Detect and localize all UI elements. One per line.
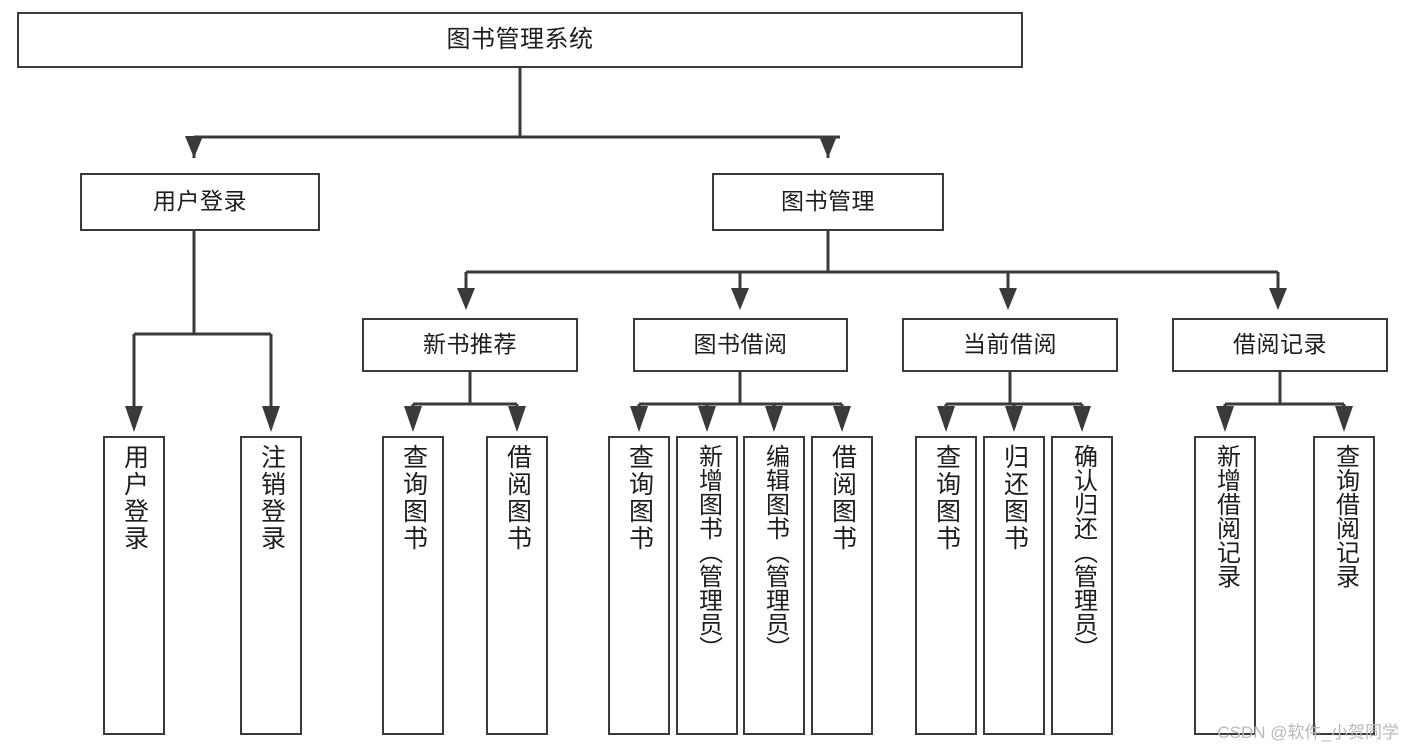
node-book-borrow[interactable]: 图书借阅 bbox=[633, 318, 848, 372]
arrowhead-book-manage bbox=[819, 136, 837, 158]
arrowhead-record-leaf-1 bbox=[1216, 406, 1234, 432]
leaf-user-login-logout[interactable]: 注销登录 bbox=[240, 436, 302, 735]
node-book-management[interactable]: 图书管理 bbox=[712, 173, 944, 231]
leaf-borrow-query-book[interactable]: 查询图书 bbox=[608, 436, 670, 735]
leaf-record-query-record[interactable]: 查询借阅记录 bbox=[1313, 436, 1375, 735]
leaf-label: 注销登录 bbox=[257, 444, 286, 552]
arrowhead-recommend-leaf-1 bbox=[404, 406, 422, 432]
leaf-borrow-edit-book-admin[interactable]: 编辑图书（管理员） bbox=[743, 436, 805, 735]
leaf-label: 查询图书 bbox=[625, 444, 654, 552]
arrowhead-record-leaf-2 bbox=[1335, 406, 1353, 432]
leaf-current-query-book[interactable]: 查询图书 bbox=[915, 436, 977, 735]
node-label: 当前借阅 bbox=[963, 331, 1057, 358]
leaf-borrow-add-book-admin[interactable]: 新增图书（管理员） bbox=[676, 436, 738, 735]
arrowhead-recommend-leaf-2 bbox=[508, 406, 526, 432]
leaf-label: 用户登录 bbox=[120, 444, 149, 552]
leaf-label: 新增图书（管理员） bbox=[694, 444, 722, 660]
arrowhead-l3-1 bbox=[457, 288, 475, 310]
node-user-login[interactable]: 用户登录 bbox=[80, 173, 320, 231]
arrowhead-current-leaf-2 bbox=[1005, 406, 1023, 432]
arrowhead-l3-4 bbox=[1269, 288, 1287, 310]
leaf-user-login-login[interactable]: 用户登录 bbox=[103, 436, 165, 735]
leaf-label: 借阅图书 bbox=[828, 444, 857, 552]
leaf-borrow-borrow-book[interactable]: 借阅图书 bbox=[811, 436, 873, 735]
leaf-label: 借阅图书 bbox=[503, 444, 532, 552]
leaf-label: 查询借阅记录 bbox=[1331, 444, 1359, 588]
leaf-record-add-record[interactable]: 新增借阅记录 bbox=[1194, 436, 1256, 735]
node-current-borrow[interactable]: 当前借阅 bbox=[902, 318, 1118, 372]
leaf-current-confirm-return-admin[interactable]: 确认归还（管理员） bbox=[1051, 436, 1113, 735]
leaf-label: 查询图书 bbox=[399, 444, 428, 552]
node-label: 图书借阅 bbox=[693, 331, 788, 358]
watermark: CSDN @软件_小贺同学 bbox=[1217, 723, 1399, 742]
leaf-label: 查询图书 bbox=[932, 444, 961, 552]
leaf-label: 新增借阅记录 bbox=[1212, 444, 1240, 588]
node-label: 图书管理系统 bbox=[446, 25, 594, 53]
arrowhead-user-login bbox=[185, 136, 203, 158]
node-borrow-record[interactable]: 借阅记录 bbox=[1172, 318, 1388, 372]
node-label: 用户登录 bbox=[153, 188, 247, 215]
arrowhead-borrow-leaf-1 bbox=[630, 406, 648, 432]
arrowhead-borrow-leaf-3 bbox=[765, 406, 783, 432]
leaf-recommend-borrow-book[interactable]: 借阅图书 bbox=[486, 436, 548, 735]
arrowhead-l3-2 bbox=[731, 288, 749, 310]
arrowhead-userlogin-leaf-2 bbox=[262, 406, 280, 432]
arrowhead-l3-3 bbox=[999, 288, 1017, 310]
arrowhead-current-leaf-1 bbox=[937, 406, 955, 432]
node-label: 图书管理 bbox=[781, 188, 875, 215]
arrowhead-borrow-leaf-4 bbox=[833, 406, 851, 432]
node-label: 借阅记录 bbox=[1233, 331, 1327, 358]
arrowhead-current-leaf-3 bbox=[1073, 406, 1091, 432]
arrowhead-borrow-leaf-2 bbox=[698, 406, 716, 432]
node-label: 新书推荐 bbox=[423, 331, 517, 358]
leaf-label: 编辑图书（管理员） bbox=[761, 444, 789, 660]
arrowhead-userlogin-leaf-1 bbox=[125, 406, 143, 432]
leaf-label: 确认归还（管理员） bbox=[1069, 444, 1097, 660]
node-root-system[interactable]: 图书管理系统 bbox=[17, 12, 1023, 68]
leaf-current-return-book[interactable]: 归还图书 bbox=[983, 436, 1045, 735]
leaf-label: 归还图书 bbox=[1000, 444, 1029, 552]
leaf-recommend-query-book[interactable]: 查询图书 bbox=[382, 436, 444, 735]
node-new-book-recommend[interactable]: 新书推荐 bbox=[362, 318, 578, 372]
